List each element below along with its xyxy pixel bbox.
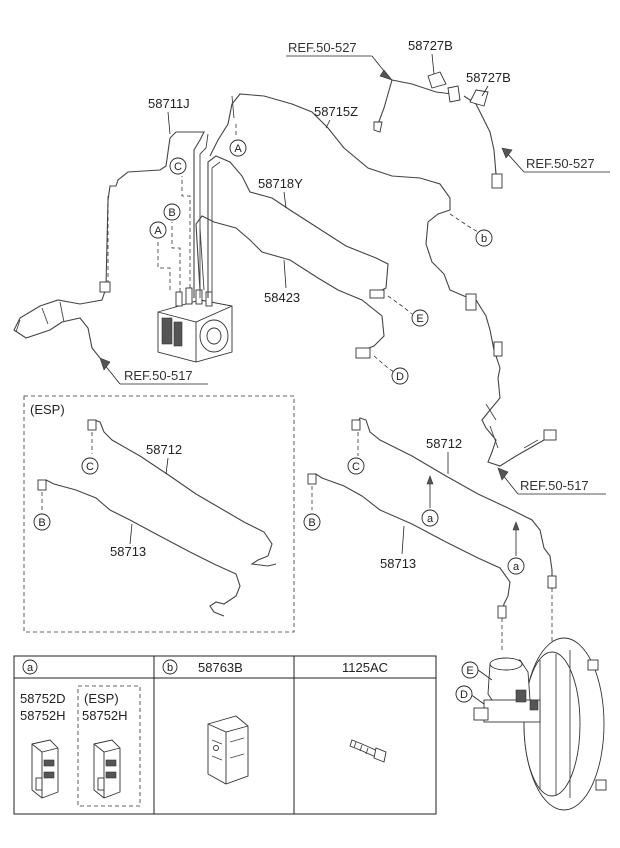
svg-text:B: B: [168, 207, 175, 219]
clip-58752H-esp-drawing: [93, 739, 121, 799]
abs-hydraulic-unit: [157, 287, 233, 363]
part-number-58711J: 58711J: [148, 96, 190, 111]
main-part-number-58713: 58713: [380, 556, 416, 571]
table-esp-subbox: [77, 685, 141, 807]
svg-text:D: D: [396, 371, 404, 383]
esp-section-box: [23, 395, 295, 633]
part-number-58715Z: 58715Z: [314, 104, 358, 119]
svg-text:b: b: [481, 233, 487, 245]
callout-A-left: A: [149, 221, 167, 239]
svg-text:B: B: [38, 517, 45, 529]
svg-text:a: a: [427, 513, 434, 525]
clip-58763B-drawing: [207, 715, 249, 785]
flex-hose-front-left: [13, 287, 107, 359]
table-part-58752D: 58752D: [20, 691, 66, 706]
svg-text:C: C: [174, 161, 182, 173]
callout-a-main-1: a: [421, 475, 439, 527]
esp-box-title: (ESP): [30, 402, 65, 417]
main-part-number-58712: 58712: [426, 436, 462, 451]
svg-text:a: a: [27, 662, 34, 674]
callout-A-top: A: [229, 139, 247, 157]
esp-brake-line-58712: [89, 419, 277, 567]
table-col-b-header: b 58763B: [162, 659, 243, 675]
svg-text:B: B: [308, 517, 315, 529]
brake-line-58711J: [105, 131, 205, 298]
svg-text:A: A: [234, 143, 242, 155]
svg-text:D: D: [460, 689, 468, 701]
brake-line-58718Y: [207, 155, 389, 298]
svg-text:REF.50-527: REF.50-527: [526, 156, 595, 171]
clip-58752-drawing: [31, 739, 59, 799]
table-col-a-header: a: [22, 659, 38, 675]
svg-text:A: A: [154, 225, 162, 237]
callout-E-top: E: [411, 309, 429, 327]
svg-text:REF.50-527: REF.50-527: [288, 40, 357, 55]
callout-D-top: D: [391, 367, 409, 385]
flex-hose-rear-left: [377, 79, 453, 125]
svg-text:E: E: [466, 665, 473, 677]
brake-line-58423: [195, 215, 385, 355]
ref-50-517-right: REF.50-517: [497, 467, 606, 495]
part-number-58423: 58423: [264, 290, 300, 305]
table-esp-part-58752H: 58752H: [82, 708, 128, 723]
brake-line-58715Z: [209, 93, 501, 379]
ref-50-517-left: REF.50-517: [99, 357, 208, 385]
main-brake-line-58713: [311, 473, 511, 613]
table-esp-title: (ESP): [84, 691, 119, 706]
esp-part-number-58712: 58712: [146, 442, 182, 457]
svg-text:C: C: [352, 461, 360, 473]
callout-C-main: C: [347, 457, 365, 475]
master-cylinder-booster: [473, 637, 607, 811]
callout-B-main: B: [303, 513, 321, 531]
flex-hose-front-right: [481, 377, 553, 467]
callout-C-esp: C: [81, 457, 99, 475]
table-part-1125AC: 1125AC: [342, 660, 388, 675]
callout-b-top: b: [475, 229, 493, 247]
callout-C-top: C: [169, 157, 187, 175]
table-part-58763B: 58763B: [198, 660, 243, 675]
svg-text:E: E: [416, 313, 423, 325]
callout-D-main: D: [455, 685, 473, 703]
main-brake-line-58712: [355, 417, 553, 582]
callout-E-main: E: [461, 661, 479, 679]
table-part-58752H: 58752H: [20, 708, 66, 723]
svg-text:C: C: [86, 461, 94, 473]
svg-text:REF.50-517: REF.50-517: [124, 368, 193, 383]
part-number-58727B-1: 58727B: [408, 38, 453, 53]
svg-text:REF.50-517: REF.50-517: [520, 478, 589, 493]
part-number-58718Y: 58718Y: [258, 176, 303, 191]
bolt-1125AC-drawing: [349, 739, 387, 763]
callout-B-top: B: [163, 203, 181, 221]
ref-50-527-right: REF.50-527: [501, 147, 610, 173]
parts-table: a b 58763B 1125AC 58752D 58752H (ESP) 58…: [13, 655, 437, 815]
ref-50-527-top: REF.50-527: [286, 40, 393, 81]
part-number-58727B-2: 58727B: [466, 70, 511, 85]
svg-text:b: b: [167, 662, 173, 674]
callout-a-main-2: a: [507, 521, 525, 575]
esp-part-number-58713: 58713: [110, 544, 146, 559]
callout-B-esp: B: [33, 513, 51, 531]
esp-brake-line-58713: [41, 479, 241, 617]
svg-text:a: a: [513, 561, 520, 573]
